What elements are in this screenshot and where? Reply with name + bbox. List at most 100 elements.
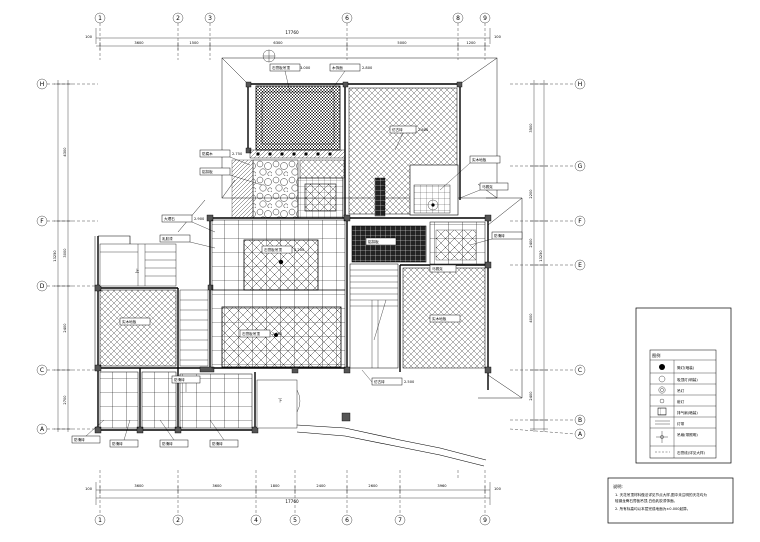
svg-text:防滑砖: 防滑砖 <box>112 441 123 446</box>
left-dim-4: 2700 <box>63 395 67 405</box>
axis-bubble-bottom-6: 6 <box>341 470 353 526</box>
svg-text:大理石: 大理石 <box>164 216 175 221</box>
tag-19: 防滑砖 <box>109 439 139 448</box>
level-marks: 3.000 2.800 2.600 2.750 2.900 3.200 2.70… <box>194 66 429 384</box>
svg-text:防滑砖: 防滑砖 <box>162 441 173 446</box>
room-lower-1 <box>99 371 139 429</box>
bottom-end-mark-right: 100 <box>494 487 502 491</box>
svg-text:吊扇(带照明): 吊扇(带照明) <box>677 432 698 437</box>
svg-text:G: G <box>578 163 583 170</box>
svg-text:1: 1 <box>98 15 102 22</box>
svg-text:4: 4 <box>254 517 258 524</box>
svg-text:石膏线(详见大样): 石膏线(详见大样) <box>677 450 706 455</box>
axis-bubble-right-H: H <box>510 78 586 90</box>
tag-5: 铝扣板 <box>199 167 231 176</box>
axis-bubble-bottom-4: 4 <box>250 470 262 526</box>
top-dim-3: 6300 <box>273 41 283 45</box>
grille-square-icon <box>657 407 667 416</box>
tag-8: 大理石 <box>161 214 193 223</box>
bottom-dim-4: 2400 <box>316 484 326 488</box>
tag-11: 实木地板 <box>119 317 151 326</box>
svg-text:A: A <box>578 431 583 438</box>
notes-line-1: 1. 天花吊顶材料做法详见节点大样,图中未注明的天花均为 <box>615 492 707 497</box>
svg-text:木饰面: 木饰面 <box>332 65 343 70</box>
svg-text:1: 1 <box>98 517 102 524</box>
room-left-living-ceiling <box>99 289 177 367</box>
tag-7: 马赛克 <box>479 182 509 191</box>
tag-17: 仿古砖 <box>371 377 403 386</box>
svg-text:A: A <box>40 426 45 433</box>
svg-text:乳胶漆: 乳胶漆 <box>162 236 173 241</box>
axis-bubble-bottom-2: 2 <box>172 470 184 526</box>
svg-text:E: E <box>578 262 582 269</box>
tag-13: 铝扣板 <box>365 237 397 246</box>
svg-text:筒灯(暗装): 筒灯(暗装) <box>677 365 695 370</box>
legend-item-5: 排气扇(暗装) <box>657 407 698 416</box>
left-dimension-chain: 13250 4300 3000 2400 2700 <box>53 80 72 432</box>
right-dim-1: 3500 <box>529 123 533 133</box>
svg-text:7: 7 <box>398 517 402 524</box>
open-circle-icon <box>658 375 666 383</box>
axis-bubble-right-E: E <box>510 259 586 271</box>
axis-bubble-bottom-5: 5 <box>289 470 301 526</box>
svg-text:防滑砖: 防滑砖 <box>212 441 223 446</box>
filled-circle-icon <box>659 364 665 370</box>
left-stair: 上 <box>99 243 177 287</box>
tag-20: 防滑砖 <box>159 439 189 448</box>
right-total-dim: 13250 <box>539 250 543 262</box>
svg-text:石膏板吊顶: 石膏板吊顶 <box>264 247 282 252</box>
legend-item-4: 射灯 <box>659 398 685 404</box>
stone-courtyard <box>252 159 299 219</box>
svg-text:吊灯: 吊灯 <box>677 388 685 393</box>
svg-text:9: 9 <box>483 517 487 524</box>
tag-1: 石膏板吊顶 <box>269 63 301 72</box>
axis-bubble-right-G: G <box>510 160 586 172</box>
top-end-mark-right: 100 <box>494 35 502 39</box>
svg-text:防滑砖: 防滑砖 <box>174 377 185 382</box>
tag-18: 防滑砖 <box>71 435 101 444</box>
legend-item-6: 灯带 <box>655 420 685 426</box>
bottom-end-mark-left: 100 <box>85 487 93 491</box>
svg-text:3.000: 3.000 <box>300 66 311 70</box>
svg-text:防滑砖: 防滑砖 <box>494 233 505 238</box>
svg-text:2: 2 <box>176 517 180 524</box>
cross-fixture-icon <box>656 431 668 443</box>
svg-text:铝扣板: 铝扣板 <box>202 169 213 174</box>
bottom-dim-3: 1800 <box>270 484 280 488</box>
left-total-dim: 13250 <box>53 250 57 262</box>
bottom-axis-bubbles: 1 2 4 5 6 7 9 <box>94 470 491 526</box>
porch-down-label: 下 <box>278 398 282 404</box>
svg-text:马赛克: 马赛克 <box>432 266 443 271</box>
top-dim-1: 3600 <box>134 41 144 45</box>
legend-item-8: 石膏线(详见大样) <box>655 450 706 455</box>
axis-bubble-left-H: H <box>36 78 98 90</box>
leader-lines <box>85 70 493 441</box>
left-axis-bubbles: H F D C A <box>36 78 98 435</box>
axis-bubble-top-1: 1 <box>94 12 106 60</box>
svg-text:H: H <box>578 81 583 88</box>
closet-light <box>427 199 439 211</box>
legend-item-2: 吸顶灯(明装) <box>658 375 698 383</box>
room-lower-2 <box>141 371 177 429</box>
right-dim-3: 2400 <box>529 238 533 248</box>
right-dim-4: 4000 <box>529 313 533 323</box>
notes-title: 说明: <box>613 483 623 490</box>
tag-6: 实木地板 <box>469 155 501 164</box>
svg-text:吸顶灯(明装): 吸顶灯(明装) <box>677 377 698 382</box>
svg-text:马赛克: 马赛克 <box>482 184 493 189</box>
left-dim-2: 3000 <box>63 248 67 258</box>
svg-text:6: 6 <box>345 517 349 524</box>
room-top-left-ceiling <box>249 85 346 159</box>
axis-bubble-top-6: 6 <box>341 12 353 60</box>
axis-bubble-right-C: C <box>510 364 586 376</box>
axis-bubble-left-D: D <box>36 280 98 292</box>
axis-bubble-right-A: A <box>509 428 586 440</box>
svg-text:灯带: 灯带 <box>677 421 685 426</box>
svg-text:2: 2 <box>176 15 180 22</box>
svg-text:5: 5 <box>293 517 297 524</box>
svg-text:C: C <box>578 367 582 374</box>
svg-text:2.700: 2.700 <box>272 332 283 336</box>
tag-10: 防滑砖 <box>491 231 523 240</box>
axis-bubble-left-A: A <box>36 423 98 435</box>
